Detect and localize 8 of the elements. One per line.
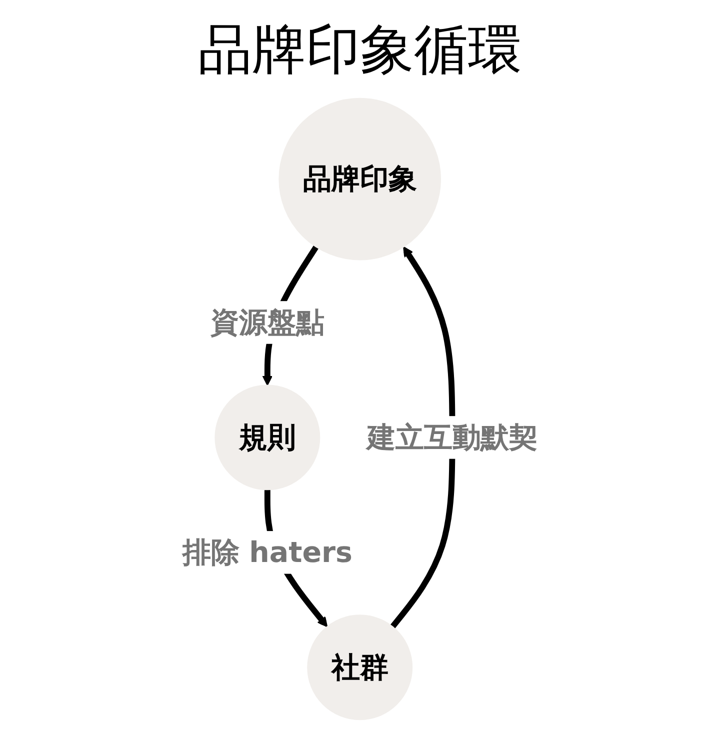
arrow [390,246,456,628]
edge-label: 建立互動默契 [366,420,538,454]
node-circle: 規則 [214,384,320,490]
node-circle: 品牌印象 [278,98,442,260]
edge-label: 資源盤點 [210,306,324,339]
title: 品牌印象循環 [197,18,523,83]
node-circle: 社群 [307,614,413,720]
edge-label: 排除 haters [182,536,352,569]
